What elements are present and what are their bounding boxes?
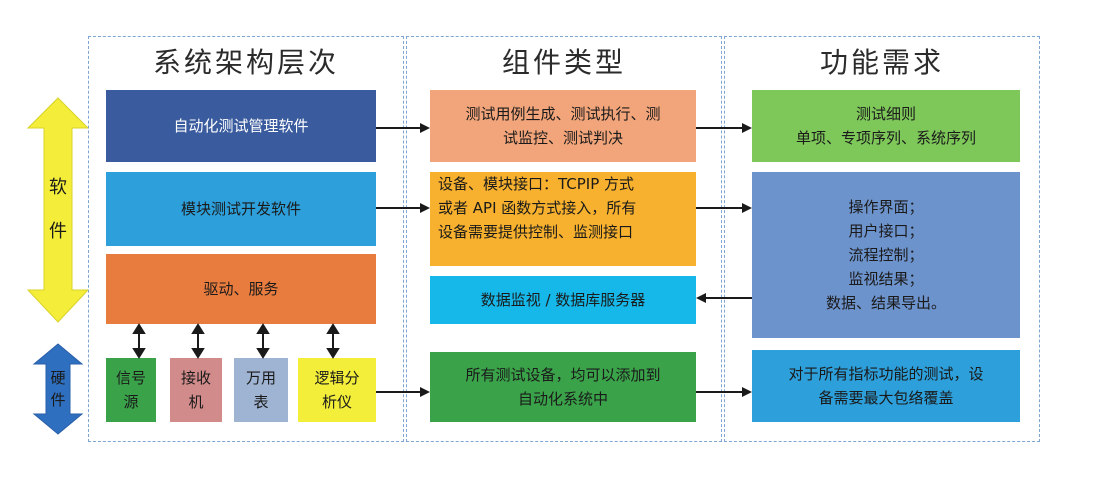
all-devices-line-2: 自动化系统中 bbox=[517, 390, 608, 408]
driver-service-label: 驱动、服务 bbox=[203, 280, 279, 298]
software-char-1: 软 bbox=[49, 177, 67, 198]
module-software-box: 模块测试开发软件 bbox=[106, 172, 376, 246]
module-software-label: 模块测试开发软件 bbox=[180, 200, 301, 218]
operations-box: 操作界面； 用户接口； 流程控制； 监视结果； 数据、结果导出。 bbox=[752, 172, 1020, 338]
coverage-box: 对于所有指标功能的测试，设 备需要最大包络覆盖 bbox=[752, 350, 1020, 422]
test-case-line-1: 测试用例生成、测试执行、测 bbox=[465, 105, 661, 123]
all-devices-line-1: 所有测试设备，均可以添加到 bbox=[465, 366, 661, 384]
components-column: 组件类型 bbox=[406, 36, 722, 442]
test-rules-line-1: 测试细则 bbox=[855, 105, 916, 123]
architecture-column-title: 系统架构层次 bbox=[152, 46, 339, 79]
interface-box: 设备、模块接口：TCPIP 方式 或者 API 函数方式接入，所有 设备需要提供… bbox=[430, 172, 696, 266]
receiver-line-2: 机 bbox=[188, 393, 204, 411]
operations-line-2: 用户接口； bbox=[848, 222, 924, 240]
all-devices-box: 所有测试设备，均可以添加到 自动化系统中 bbox=[430, 352, 696, 422]
components-column-title: 组件类型 bbox=[501, 46, 626, 79]
data-monitor-box: 数据监视 / 数据库服务器 bbox=[430, 276, 696, 324]
software-char-2: 件 bbox=[49, 221, 67, 242]
architecture-column: 系统架构层次 bbox=[88, 36, 404, 442]
signal-source-line-1: 信号 bbox=[115, 369, 146, 387]
test-rules-box: 测试细则 单项、专项序列、系统序列 bbox=[752, 90, 1020, 162]
hardware-char-1: 硬 bbox=[50, 369, 66, 387]
operations-line-4: 监视结果； bbox=[848, 270, 924, 288]
logic-analyzer-box: 逻辑分 析仪 bbox=[298, 358, 376, 422]
test-case-line-2: 试监控、测试判决 bbox=[502, 129, 623, 147]
operations-line-3: 流程控制； bbox=[848, 246, 924, 264]
multimeter-line-2: 表 bbox=[253, 393, 269, 411]
coverage-line-1: 对于所有指标功能的测试，设 bbox=[788, 365, 984, 383]
automation-software-label: 自动化测试管理软件 bbox=[173, 117, 309, 135]
test-rules-line-2: 单项、专项序列、系统序列 bbox=[795, 129, 976, 147]
logic-analyzer-line-1: 逻辑分 bbox=[314, 369, 360, 387]
interface-line-3: 设备需要提供控制、监测接口 bbox=[438, 223, 634, 241]
software-side-label: 软 件 bbox=[44, 177, 72, 242]
hardware-side-label: 硬 件 bbox=[46, 362, 70, 416]
test-case-box: 测试用例生成、测试执行、测 试监控、测试判决 bbox=[430, 90, 696, 162]
interface-line-2: 或者 API 函数方式接入，所有 bbox=[438, 199, 637, 217]
multimeter-box: 万用 表 bbox=[234, 358, 288, 422]
signal-source-box: 信号 源 bbox=[106, 358, 156, 422]
hardware-char-2: 件 bbox=[50, 391, 66, 409]
requirements-column-title: 功能需求 bbox=[819, 46, 944, 79]
operations-line-5: 数据、结果导出。 bbox=[825, 294, 946, 312]
data-monitor-label: 数据监视 / 数据库服务器 bbox=[480, 291, 646, 309]
coverage-line-2: 备需要最大包络覆盖 bbox=[818, 389, 954, 407]
logic-analyzer-line-2: 析仪 bbox=[321, 393, 352, 411]
driver-service-box: 驱动、服务 bbox=[106, 254, 376, 324]
receiver-line-1: 接收 bbox=[180, 369, 211, 387]
interface-line-1: 设备、模块接口：TCPIP 方式 bbox=[438, 175, 635, 193]
multimeter-line-1: 万用 bbox=[245, 369, 276, 387]
signal-source-line-2: 源 bbox=[123, 393, 139, 411]
automation-software-box: 自动化测试管理软件 bbox=[106, 90, 376, 162]
operations-line-1: 操作界面； bbox=[848, 198, 924, 216]
receiver-box: 接收 机 bbox=[170, 358, 222, 422]
requirements-column: 功能需求 bbox=[724, 36, 1040, 442]
